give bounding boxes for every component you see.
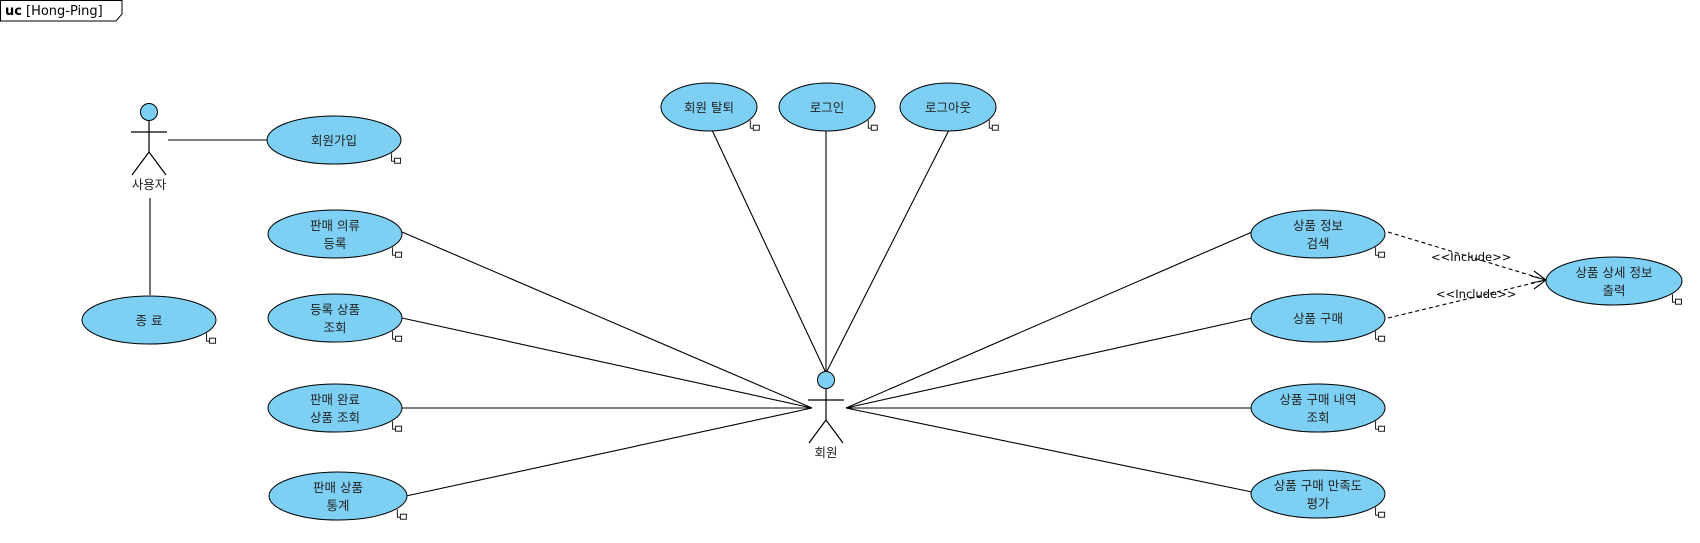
subdiagram-marker-icon <box>988 120 999 131</box>
assoc-member-logout <box>825 129 950 374</box>
assoc-member-withdraw <box>711 129 827 374</box>
usecase-register-sale-clothing-label-line: 판매 의류 <box>310 218 360 233</box>
usecase-withdraw[interactable]: 회원 탈퇴 <box>660 82 760 132</box>
assoc-member-stats <box>405 407 813 497</box>
actor-user-label: 사용자 <box>132 177 167 192</box>
usecase-signup[interactable]: 회원가입 <box>266 115 402 165</box>
actor-user-head <box>140 103 158 121</box>
subdiagram-marker-icon <box>392 331 403 342</box>
subdiagram-marker-icon <box>867 120 878 131</box>
usecase-print-product-detail-label-line: 출력 <box>1602 283 1625 298</box>
include-dependencies: <<Include>> <<Include>> <box>1387 231 1548 319</box>
usecase-view-sold-items-ellipse <box>267 383 403 433</box>
subdiagram-marker-icon <box>396 509 407 520</box>
usecase-exit[interactable]: 종 료 <box>81 295 217 345</box>
assoc-member-search <box>845 231 1253 409</box>
actor-member-head <box>817 371 835 389</box>
include-label-1: <<Include>> <box>1431 250 1511 264</box>
usecase-search-product-info-label-line: 상품 정보 <box>1293 218 1343 233</box>
usecase-sales-stats-label-line: 판매 상품 <box>313 480 363 495</box>
member-associations <box>401 129 1253 497</box>
subdiagram-marker-icon <box>1375 507 1386 518</box>
usecase-purchase-history-label-line: 상품 구매 내역 <box>1280 392 1357 407</box>
usecase-logout[interactable]: 로그아웃 <box>899 82 999 132</box>
assoc-member-register <box>401 231 813 409</box>
subdiagram-marker-icon <box>391 153 402 164</box>
usecase-sales-stats-label-line: 통계 <box>326 498 349 513</box>
usecase-view-sold-items-label-line: 상품 조회 <box>310 410 360 425</box>
frame-keyword: uc <box>5 4 22 19</box>
frame-name: [Hong-Ping] <box>26 4 103 19</box>
usecase-withdraw-label-line: 회원 탈퇴 <box>684 100 734 115</box>
usecase-purchase-product-label-line: 상품 구매 <box>1293 311 1343 326</box>
subdiagram-marker-icon <box>1375 421 1386 432</box>
assoc-member-rating <box>845 407 1253 493</box>
user-associations <box>149 139 268 295</box>
actor-user-body <box>131 120 167 176</box>
subdiagram-marker-icon <box>1375 331 1386 342</box>
usecase-purchase-product[interactable]: 상품 구매 <box>1250 293 1386 343</box>
subdiagram-marker-icon <box>1672 294 1682 305</box>
usecase-signup-label-line: 회원가입 <box>311 133 357 148</box>
subdiagram-marker-icon <box>206 333 217 344</box>
usecase-view-registered-items-ellipse <box>267 293 403 343</box>
actor-member[interactable]: 회원 <box>808 371 844 461</box>
usecase-signup-ellipse <box>266 115 402 165</box>
actor-member-label: 회원 <box>814 445 837 460</box>
usecase-view-registered-items-label-line: 등록 상품 <box>310 302 360 317</box>
actor-member-body <box>808 388 844 444</box>
usecase-purchase-history-label-line: 조회 <box>1306 410 1329 425</box>
usecase-view-sold-items-label-line: 판매 완료 <box>310 392 360 407</box>
usecase-purchase-history-ellipse <box>1250 383 1386 433</box>
usecase-logout-ellipse <box>899 82 997 132</box>
usecase-sales-stats-ellipse <box>268 471 408 521</box>
usecase-register-sale-clothing-ellipse <box>267 209 403 259</box>
usecase-login-label-line: 로그인 <box>810 100 845 115</box>
usecase-login[interactable]: 로그인 <box>778 82 878 132</box>
usecase-login-ellipse <box>778 82 876 132</box>
include-label-2: <<Include>> <box>1436 287 1516 301</box>
include-line-2 <box>1387 279 1547 319</box>
usecase-print-product-detail-label-line: 상품 상세 정보 <box>1576 265 1653 280</box>
usecase-purchase-rating-label-line: 평가 <box>1306 496 1330 511</box>
usecase-view-registered-items-label-line: 조회 <box>323 320 346 335</box>
diagram-frame-tab: uc [Hong-Ping] <box>0 0 123 22</box>
subdiagram-marker-icon <box>392 421 403 432</box>
usecase-withdraw-ellipse <box>660 82 758 132</box>
usecase-logout-label-line: 로그아웃 <box>925 100 971 115</box>
usecase-search-product-info-ellipse <box>1250 209 1386 259</box>
subdiagram-marker-icon <box>392 247 403 258</box>
usecase-exit-label-line: 종 료 <box>136 313 163 328</box>
usecase-search-product-info-label-line: 검색 <box>1306 236 1329 251</box>
usecase-exit-ellipse <box>81 295 217 345</box>
usecase-register-sale-clothing-label-line: 등록 <box>323 236 346 251</box>
subdiagram-marker-icon <box>1375 247 1386 258</box>
usecase-purchase-rating-ellipse <box>1250 469 1386 519</box>
assoc-member-view-registered <box>401 317 813 409</box>
assoc-member-purchase <box>845 317 1253 409</box>
usecase-purchase-product-ellipse <box>1250 293 1386 343</box>
actor-user[interactable]: 사용자 <box>131 103 167 193</box>
usecase-purchase-rating-label-line: 상품 구매 만족도 <box>1274 478 1362 493</box>
subdiagram-marker-icon <box>749 120 760 131</box>
usecase-print-product-detail-ellipse <box>1545 256 1683 306</box>
